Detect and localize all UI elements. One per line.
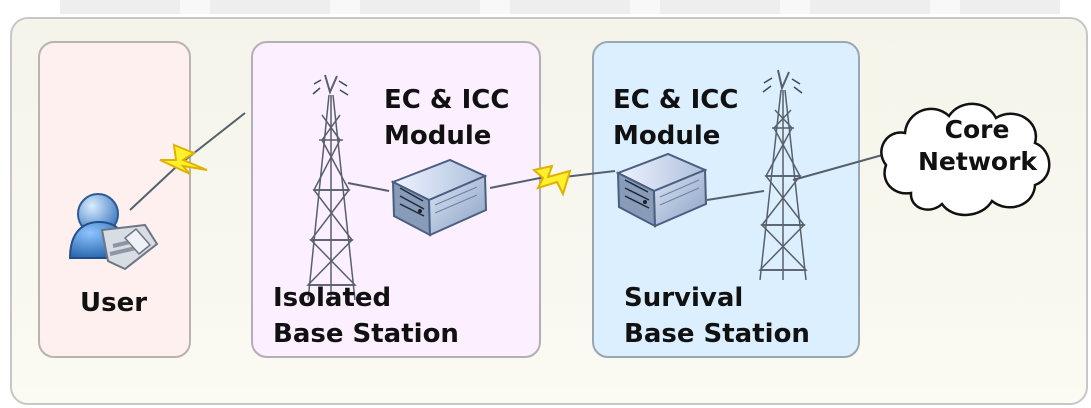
isolated-antenna-tower-icon [306,74,357,301]
core-network-label: Core Network [918,115,1038,176]
backhaul-link-left [489,176,546,189]
user-with-phone-icon [68,193,159,271]
wireless-link-user-icon [159,143,208,175]
user-label: User [80,288,148,318]
survival-module-label: EC & ICC Module [613,85,739,151]
isolated-rack-server-icon [390,158,488,237]
survival-server-tower-link [706,190,765,201]
user-wireless-link [129,167,176,211]
user-wireless-link-tail [174,112,246,169]
user-panel [38,41,191,358]
top-decorative-band [60,0,1060,14]
isolated-base-station-label: Isolated Base Station [273,283,459,349]
survival-core-link [792,153,887,181]
wireless-link-backhaul-icon [531,164,572,197]
survival-rack-server-icon [615,152,708,228]
core-network-cloud-icon [880,102,1051,217]
survival-antenna-tower-icon [758,69,808,281]
backhaul-link-right [563,170,616,178]
isolated-tower-server-link [347,182,390,192]
isolated-module-label: EC & ICC Module [384,85,510,151]
wireless-lightning-icons [159,143,572,197]
survival-base-station-label: Survival Base Station [624,283,810,349]
